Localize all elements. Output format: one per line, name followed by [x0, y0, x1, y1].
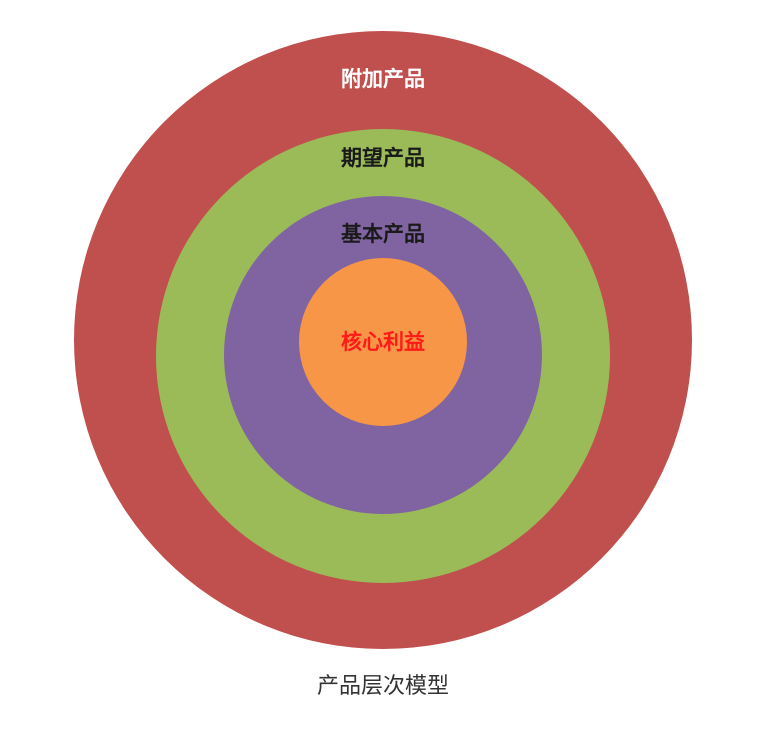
label-basic-product: 基本产品 [341, 222, 425, 246]
label-expected-product: 期望产品 [341, 146, 425, 170]
ring-core-benefit [299, 258, 467, 426]
label-augmented-product: 附加产品 [341, 67, 425, 91]
diagram-caption: 产品层次模型 [317, 674, 449, 699]
label-core-benefit: 核心利益 [341, 330, 425, 354]
